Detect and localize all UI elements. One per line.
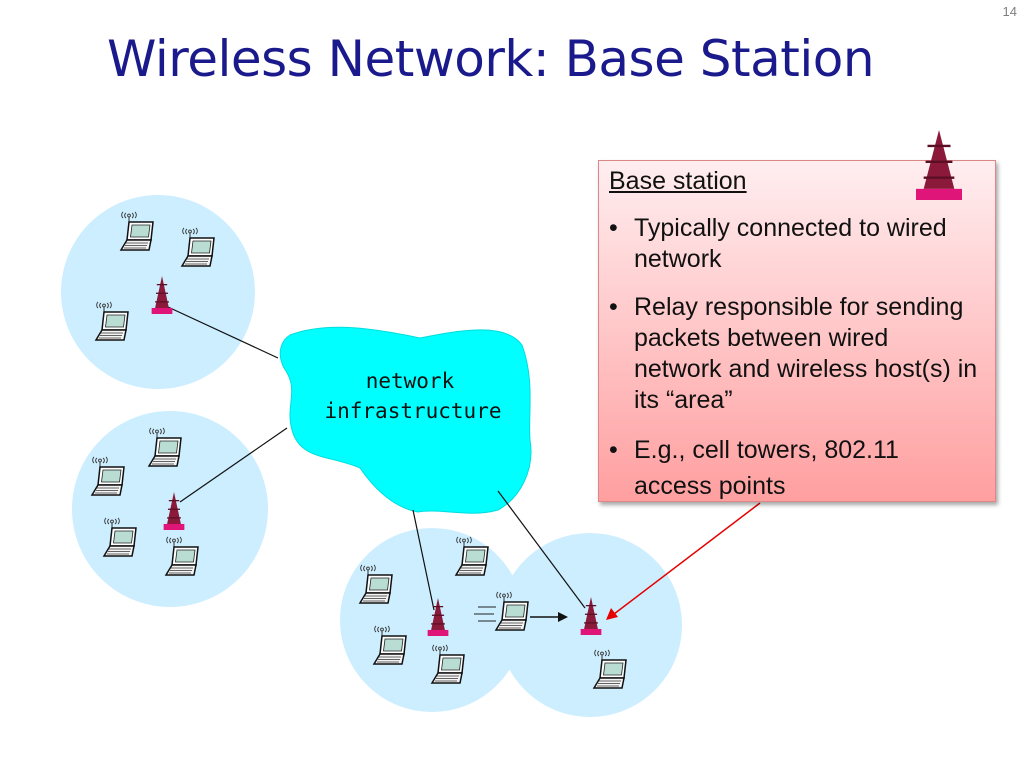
wired-link-bottom-left: [179, 427, 288, 503]
coverage-area-bottom-center: [340, 528, 524, 712]
network-infrastructure-cloud: [279, 326, 532, 514]
slide-title: Wireless Network: Base Station: [107, 30, 875, 88]
cloud-label-line1: network: [366, 369, 455, 393]
base-station-callout: Base station Typically connected to wire…: [598, 160, 996, 502]
callout-bullet: Typically connected to wired network: [607, 213, 982, 275]
handoff-arrowhead: [558, 612, 568, 622]
callout-pointer-arrowhead: [606, 608, 618, 620]
callout-bullet: E.g., cell towers, 802.11 access points: [607, 432, 982, 504]
callout-bullet: Relay responsible for sending packets be…: [607, 292, 982, 416]
wired-link-bottom-center: [412, 509, 435, 611]
wired-link-bottom-right: [497, 490, 586, 609]
slide-number: 14: [1002, 4, 1017, 19]
callout-heading: Base station: [609, 167, 747, 195]
wired-link-top-left: [167, 306, 279, 359]
callout-pointer-arrow: [613, 502, 761, 615]
coverage-area-top-left: [61, 195, 255, 389]
cloud-label-line2: infrastructure: [324, 399, 501, 423]
base-station-tower-icon: [916, 130, 962, 200]
